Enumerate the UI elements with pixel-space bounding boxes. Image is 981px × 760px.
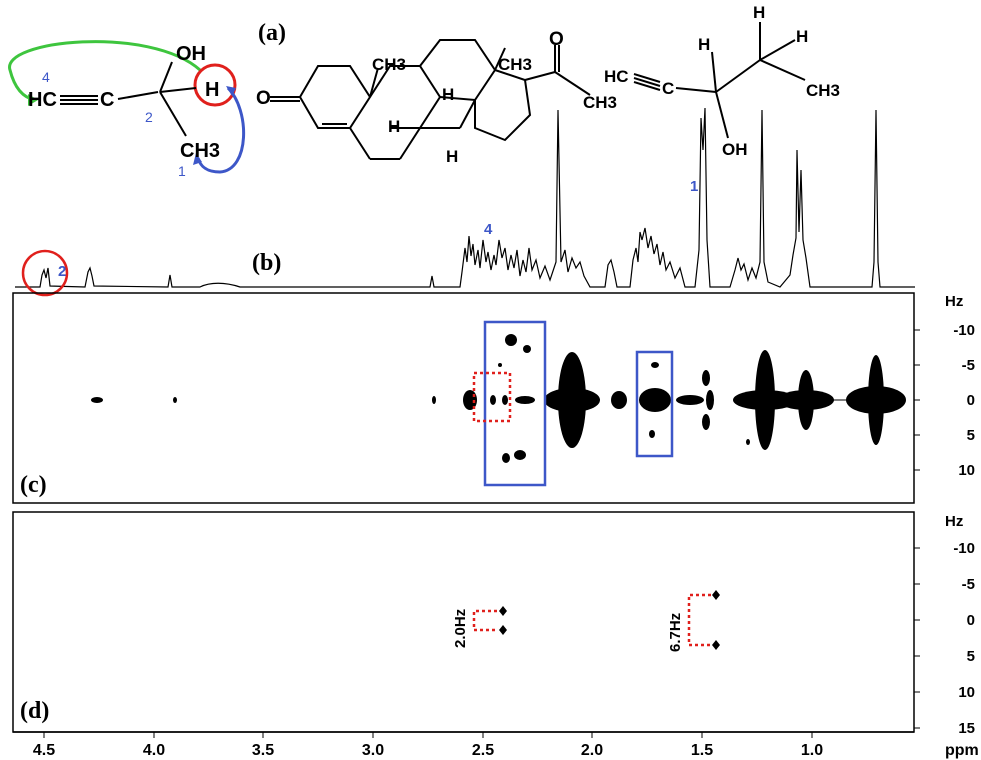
steroid-h-a: H bbox=[388, 117, 400, 136]
green-arrowhead bbox=[28, 94, 38, 106]
steroid-ch3-tail: CH3 bbox=[583, 93, 617, 112]
y-tick-d: 10 bbox=[958, 684, 975, 701]
num-1: 1 bbox=[178, 163, 186, 179]
steroid-ch3-a: CH3 bbox=[372, 55, 406, 74]
steroid-ch3-b: CH3 bbox=[498, 55, 532, 74]
y-unit-c: Hz bbox=[945, 293, 963, 310]
num-4: 4 bbox=[42, 69, 50, 85]
blue-arrowhead bbox=[193, 153, 202, 165]
coupling-b: 6.7Hz bbox=[667, 590, 720, 652]
spectrum-1d: 2 4 1 bbox=[15, 107, 915, 297]
red-dotted-box bbox=[472, 371, 512, 423]
x-tick: 2.5 bbox=[472, 742, 494, 759]
panel-label-b: (b) bbox=[252, 250, 281, 276]
steroid-labels: O CH3 CH3 O CH3 H H H bbox=[256, 29, 617, 166]
panel-label-c: (c) bbox=[20, 472, 47, 498]
y-tick-c: 10 bbox=[958, 462, 975, 479]
coupling-a-label: 2.0Hz bbox=[452, 609, 469, 648]
y-axis-c: Hz -10 -5 0 5 10 bbox=[914, 293, 975, 479]
y-tick-c: 5 bbox=[967, 427, 975, 444]
butynol-h-b: H bbox=[753, 3, 765, 22]
hc-label: HC bbox=[28, 89, 57, 111]
blue-arrow bbox=[196, 86, 245, 174]
steroid-h-c: H bbox=[446, 147, 458, 166]
panel-c-peaks bbox=[91, 334, 906, 463]
y-tick-d: 0 bbox=[967, 612, 975, 629]
y-tick-c: -10 bbox=[953, 322, 975, 339]
spectrum-trace bbox=[15, 107, 915, 288]
peak-1-label: 1 bbox=[690, 178, 698, 195]
panel-c-frame bbox=[12, 292, 915, 504]
coupling-a: 2.0Hz bbox=[452, 606, 507, 648]
x-unit: ppm bbox=[945, 742, 979, 759]
c-label: C bbox=[100, 89, 114, 111]
y-tick-c: 0 bbox=[967, 392, 975, 409]
small-molecule: 4 HC C 2 OH H CH3 1 bbox=[8, 40, 245, 179]
x-tick: 1.0 bbox=[801, 742, 823, 759]
panel-c: (c) bbox=[12, 292, 915, 504]
x-tick: 3.5 bbox=[252, 742, 274, 759]
blue-arrowhead-top bbox=[226, 86, 236, 96]
steroid-o-ring: O bbox=[256, 88, 271, 109]
panel-d: 2.0Hz 6.7Hz (d) bbox=[12, 511, 915, 733]
x-tick: 4.0 bbox=[143, 742, 165, 759]
steroid-molecule bbox=[270, 39, 591, 160]
x-tick: 3.0 bbox=[362, 742, 384, 759]
butynol-hc: HC bbox=[604, 67, 629, 86]
x-tick: 1.5 bbox=[691, 742, 713, 759]
butynol-oh: OH bbox=[722, 140, 748, 159]
steroid-h-b: H bbox=[442, 85, 454, 104]
panel-label-d: (d) bbox=[20, 698, 49, 724]
ch3-label: CH3 bbox=[180, 140, 220, 162]
y-tick-d: 15 bbox=[958, 720, 975, 737]
peak-4-label: 4 bbox=[484, 221, 493, 238]
y-tick-d: -5 bbox=[962, 576, 975, 593]
butynol-ch3: CH3 bbox=[806, 81, 840, 100]
y-tick-d: -10 bbox=[953, 540, 975, 557]
steroid-o-ketone: O bbox=[549, 29, 564, 50]
y-tick-c: -5 bbox=[962, 357, 975, 374]
butynol-c: C bbox=[662, 79, 674, 98]
green-arrow bbox=[8, 40, 202, 102]
peak-2-label: 2 bbox=[58, 263, 66, 280]
blue-box-left bbox=[483, 320, 547, 487]
y-unit-d: Hz bbox=[945, 513, 963, 530]
num-2: 2 bbox=[145, 109, 153, 125]
y-tick-d: 5 bbox=[967, 648, 975, 665]
oh-label: OH bbox=[176, 43, 206, 65]
x-tick: 4.5 bbox=[33, 742, 55, 759]
butynol-h-a: H bbox=[698, 35, 710, 54]
peak-2-circle bbox=[21, 249, 69, 297]
coupling-b-label: 6.7Hz bbox=[667, 613, 684, 652]
butynol-molecule: HC C H OH H H CH3 bbox=[604, 3, 840, 159]
y-axis-d: Hz -10 -5 0 5 10 15 bbox=[914, 513, 975, 737]
x-tick: 2.0 bbox=[581, 742, 603, 759]
butynol-h-c: H bbox=[796, 27, 808, 46]
red-circle-h bbox=[193, 63, 237, 107]
h-label: H bbox=[205, 79, 219, 101]
blue-box-right bbox=[635, 350, 674, 458]
panel-label-a: (a) bbox=[258, 20, 286, 46]
x-axis: 4.5 4.0 3.5 3.0 2.5 2.0 1.5 1.0 ppm bbox=[13, 731, 979, 759]
